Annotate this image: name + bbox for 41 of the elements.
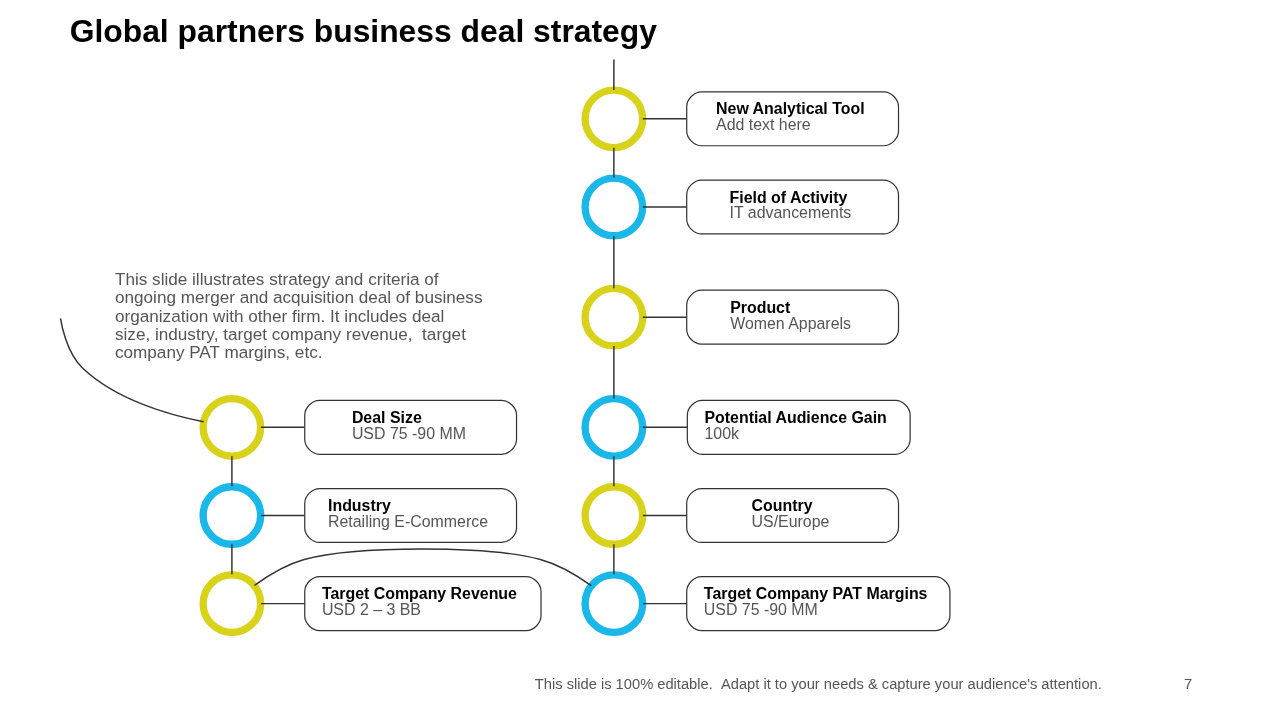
connector (612, 146, 615, 179)
connector (641, 426, 688, 429)
connector (230, 455, 233, 487)
connector (641, 602, 687, 605)
node-circle (580, 394, 646, 460)
node-circle (580, 284, 646, 350)
connector (612, 235, 615, 289)
node-box: Potential Audience Gain 100k (686, 399, 911, 455)
node-box: Field of Activity IT advancements (685, 179, 899, 235)
node-box: New Analytical Tool Add text here (685, 91, 899, 147)
connector (641, 316, 687, 318)
node-box: Country US/Europe (685, 487, 899, 543)
node-box: Target Company PAT Margins USD 75 -90 MM (685, 576, 951, 632)
diagram-title: Global partners business deal strategy (69, 13, 657, 50)
node-circle (580, 483, 646, 548)
node-box: Product Women Apparels (685, 289, 899, 345)
connector (641, 514, 687, 517)
node-circle (580, 86, 646, 152)
connector (612, 58, 615, 91)
node-circle (580, 571, 646, 637)
connector (641, 206, 687, 208)
connector (612, 543, 615, 575)
connector (259, 602, 305, 605)
node-box: Deal Size USD 75 -90 MM (303, 399, 517, 455)
node-circle (198, 394, 264, 460)
connector (259, 426, 305, 429)
label: This slide illustrates strategy and criteria of ongoing merger and acquisition deal of business organization with other firm. It includes deal size, industry, target company revenue, target company PAT margins, etc. (114, 268, 482, 363)
node-circle (580, 174, 646, 240)
connector (612, 345, 615, 400)
label: 7 (1183, 675, 1192, 692)
node-circle (198, 571, 264, 637)
connector (230, 543, 233, 575)
connector (253, 548, 592, 587)
connector (59, 317, 204, 423)
connector (641, 118, 687, 120)
node-box: Industry Retailing E-Commerce (303, 487, 517, 543)
label: This slide is 100% editable. Adapt it to your needs & capture your audience's attention. (534, 675, 1102, 692)
connector (259, 514, 305, 517)
connector (612, 455, 615, 487)
node-box: Target Company Revenue USD 2 – 3 BB (303, 576, 542, 632)
node-circle (198, 483, 264, 548)
